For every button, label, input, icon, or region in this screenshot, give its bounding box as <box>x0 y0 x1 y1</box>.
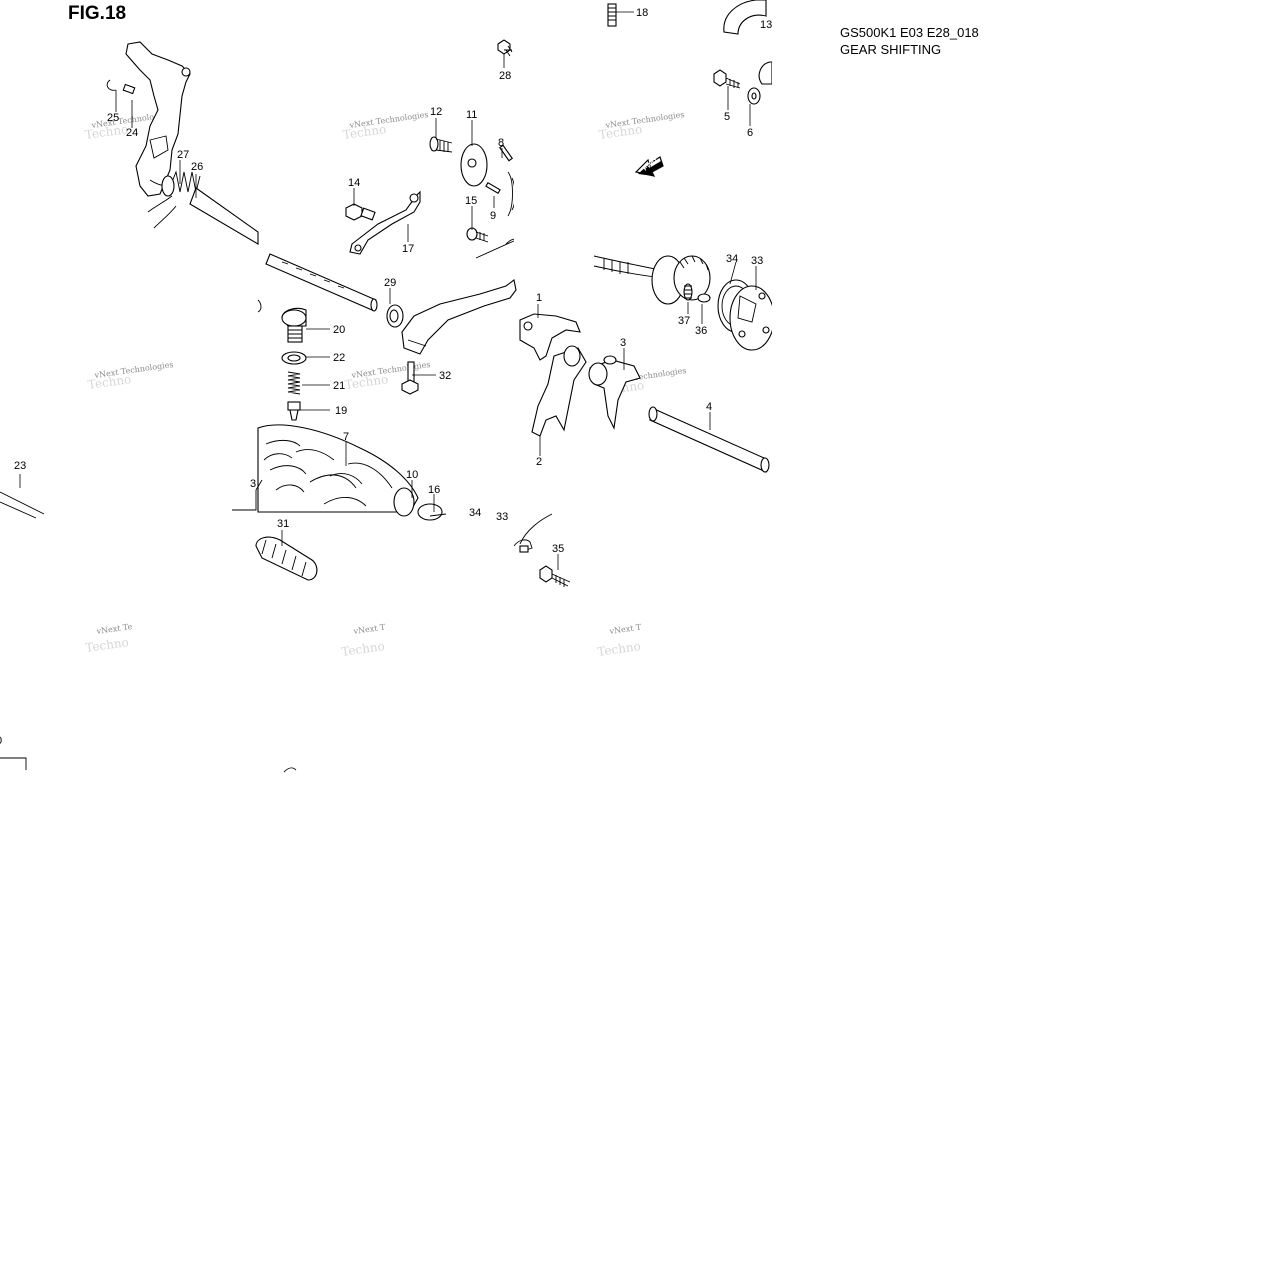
callout-3: 3 <box>620 337 626 349</box>
svg-text:vNext T: vNext T <box>352 623 386 637</box>
callout-4: 4 <box>706 401 712 413</box>
part-31-pin <box>255 536 318 581</box>
bolt-28 <box>497 39 513 57</box>
callout-19: 19 <box>335 405 347 417</box>
figure-name: GEAR SHIFTING <box>840 42 942 57</box>
callout-32: 32 <box>439 370 451 382</box>
crop-masks <box>514 0 832 520</box>
bolt-15 <box>466 227 489 243</box>
cam-drum-end <box>593 255 775 351</box>
figure-code: GS500K1 E03 E28_018 <box>840 25 979 40</box>
callout-11: 11 <box>466 109 477 121</box>
gearshift-arm-assembly <box>106 41 378 312</box>
bolt-35 <box>513 513 571 587</box>
svg-text:Techno: Techno <box>344 372 389 392</box>
callout-33: 33 <box>751 255 763 267</box>
svg-text:Techno: Techno <box>342 122 387 142</box>
gearshift-cam-lever <box>401 238 517 355</box>
shift-fork-shaft <box>648 406 770 473</box>
callout-36: 36 <box>695 325 707 337</box>
part-18-clip <box>607 3 617 27</box>
callout-9: 9 <box>490 210 496 222</box>
watermark-clipped: vNext T Techno <box>340 623 386 659</box>
svg-text:Techno: Techno <box>340 639 385 659</box>
callout-17: 17 <box>402 243 414 255</box>
pins <box>485 144 516 217</box>
callout-8: 8 <box>498 137 504 149</box>
svg-text:Techno: Techno <box>84 122 129 142</box>
callout-29: 29 <box>384 277 396 289</box>
callout-0-partial: 0 <box>0 735 2 747</box>
shift-cam-plate <box>460 143 488 187</box>
spring-21 <box>287 371 301 395</box>
callout-20: 20 <box>333 324 345 336</box>
bolt-5 <box>713 69 741 89</box>
callout-28: 28 <box>499 70 511 82</box>
svg-text:vNext Technologies: vNext Technologies <box>93 360 174 380</box>
callout-labels: 18 13 28 5 6 25 24 12 11 8 27 26 14 15 9… <box>0 7 772 747</box>
leader-lines <box>19 0 767 570</box>
callout-5: 5 <box>724 111 730 123</box>
callout-26: 26 <box>191 161 203 173</box>
oil-seal <box>386 304 404 328</box>
svg-text:Techno: Techno <box>596 639 641 659</box>
callout-34: 34 <box>726 253 738 265</box>
callout-7: 7 <box>343 431 349 443</box>
svg-text:vNext Technologies: vNext Technologies <box>350 360 431 380</box>
callout-2: 2 <box>536 456 542 468</box>
washer-22 <box>281 351 307 365</box>
gearshift-cam-drum <box>257 424 443 521</box>
shift-fork-2 <box>531 345 587 437</box>
part-23-edge <box>0 491 45 519</box>
callout-1: 1 <box>536 292 542 304</box>
callout-22: 22 <box>333 352 345 364</box>
partial-fragments <box>0 299 447 773</box>
callout-6: 6 <box>747 127 753 139</box>
svg-text:Techno: Techno <box>598 122 643 142</box>
callout-23: 23 <box>14 460 26 472</box>
bolt-32 <box>401 361 419 395</box>
callout-16: 16 <box>428 484 440 496</box>
svg-text:vNext Technologies: vNext Technologies <box>604 110 685 130</box>
callout-24: 24 <box>126 127 138 139</box>
svg-text:Techno: Techno <box>84 635 129 655</box>
plug-20 <box>281 307 307 343</box>
svg-text:Techno: Techno <box>87 372 132 392</box>
part-right-edge <box>758 61 773 85</box>
callout-35: 35 <box>552 543 564 555</box>
watermark-clipped: vNext T Techno <box>596 623 642 659</box>
callout-21: 21 <box>333 380 345 392</box>
callout-18: 18 <box>636 7 648 19</box>
callout-27: 27 <box>177 149 189 161</box>
callout-34-partial: 34 <box>469 507 481 519</box>
callout-33-partial: 33 <box>496 511 508 523</box>
callout-14: 14 <box>348 177 360 189</box>
callout-13: 13 <box>760 19 772 31</box>
figure-title: FIG.18 <box>68 3 127 24</box>
shift-cam-stopper <box>349 190 421 255</box>
bolt-14 <box>345 203 376 221</box>
callout-10: 10 <box>406 469 418 481</box>
shift-fork-3 <box>588 355 641 430</box>
washer-6 <box>747 87 761 105</box>
svg-text:vNext Technologies: vNext Technologies <box>348 110 429 130</box>
callout-15: 15 <box>465 195 477 207</box>
callout-3-partial: 3 <box>250 478 256 490</box>
svg-text:vNext T: vNext T <box>608 623 642 637</box>
bolt-12 <box>429 136 453 153</box>
callout-31: 31 <box>277 518 289 530</box>
callout-25: 25 <box>107 112 119 124</box>
pin-19 <box>287 401 301 421</box>
shift-fork-1 <box>519 313 581 361</box>
fwd-arrow-icon: FWD <box>634 156 664 177</box>
callout-12: 12 <box>430 106 442 118</box>
callout-37: 37 <box>678 315 690 327</box>
